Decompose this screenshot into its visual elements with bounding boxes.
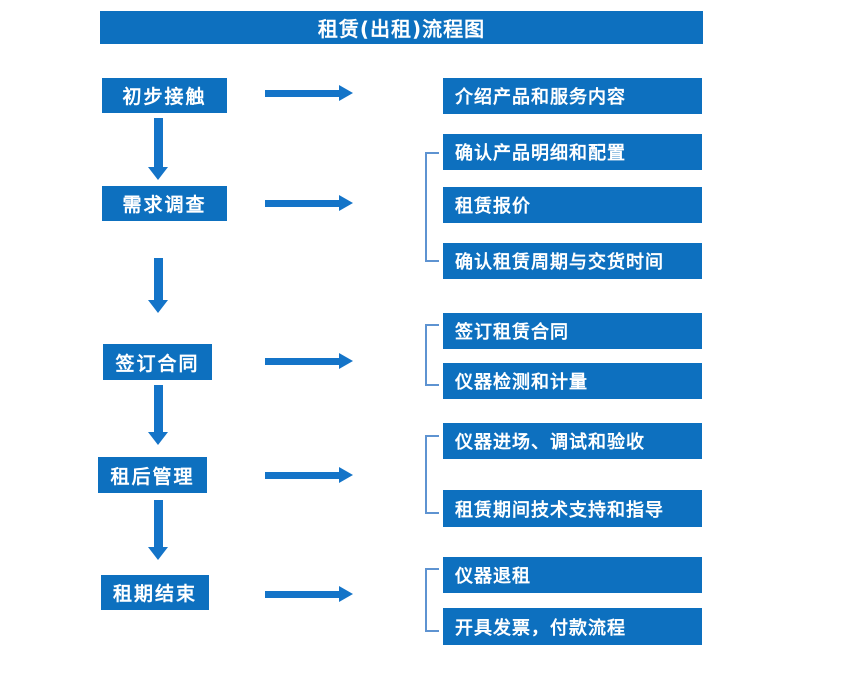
detail-box-instrument-return: 仪器退租 — [443, 557, 702, 593]
group-bracket — [425, 435, 439, 514]
detail-box-introduce-products: 介绍产品和服务内容 — [443, 78, 702, 114]
right-arrow-icon — [265, 195, 353, 211]
right-arrow-icon — [265, 586, 353, 602]
group-bracket — [425, 324, 439, 386]
step-box-initial-contact: 初步接触 — [102, 78, 227, 113]
detail-box-confirm-product-config: 确认产品明细和配置 — [443, 134, 702, 170]
down-arrow-icon — [148, 385, 168, 445]
detail-box-confirm-period-delivery: 确认租赁周期与交货时间 — [443, 243, 702, 279]
right-arrow-icon — [265, 467, 353, 483]
right-arrow-icon — [265, 353, 353, 369]
step-box-post-rental-management: 租后管理 — [98, 457, 207, 493]
detail-box-sign-rental-contract: 签订租赁合同 — [443, 313, 702, 349]
down-arrow-icon — [148, 500, 168, 560]
step-box-demand-survey: 需求调查 — [102, 186, 227, 221]
detail-box-instrument-setup-acceptance: 仪器进场、调试和验收 — [443, 423, 702, 459]
down-arrow-icon — [148, 258, 168, 313]
detail-box-technical-support: 租赁期间技术支持和指导 — [443, 490, 702, 527]
step-box-rental-end: 租期结束 — [101, 575, 209, 610]
detail-box-rental-quotation: 租赁报价 — [443, 187, 702, 223]
detail-box-instrument-testing: 仪器检测和计量 — [443, 363, 702, 399]
right-arrow-icon — [265, 85, 353, 101]
group-bracket — [425, 152, 439, 262]
down-arrow-icon — [148, 118, 168, 180]
group-bracket — [425, 568, 439, 632]
flowchart-title: 租赁(出租)流程图 — [100, 11, 703, 44]
detail-box-invoice-payment: 开具发票，付款流程 — [443, 608, 702, 645]
step-box-sign-contract: 签订合同 — [103, 344, 212, 380]
